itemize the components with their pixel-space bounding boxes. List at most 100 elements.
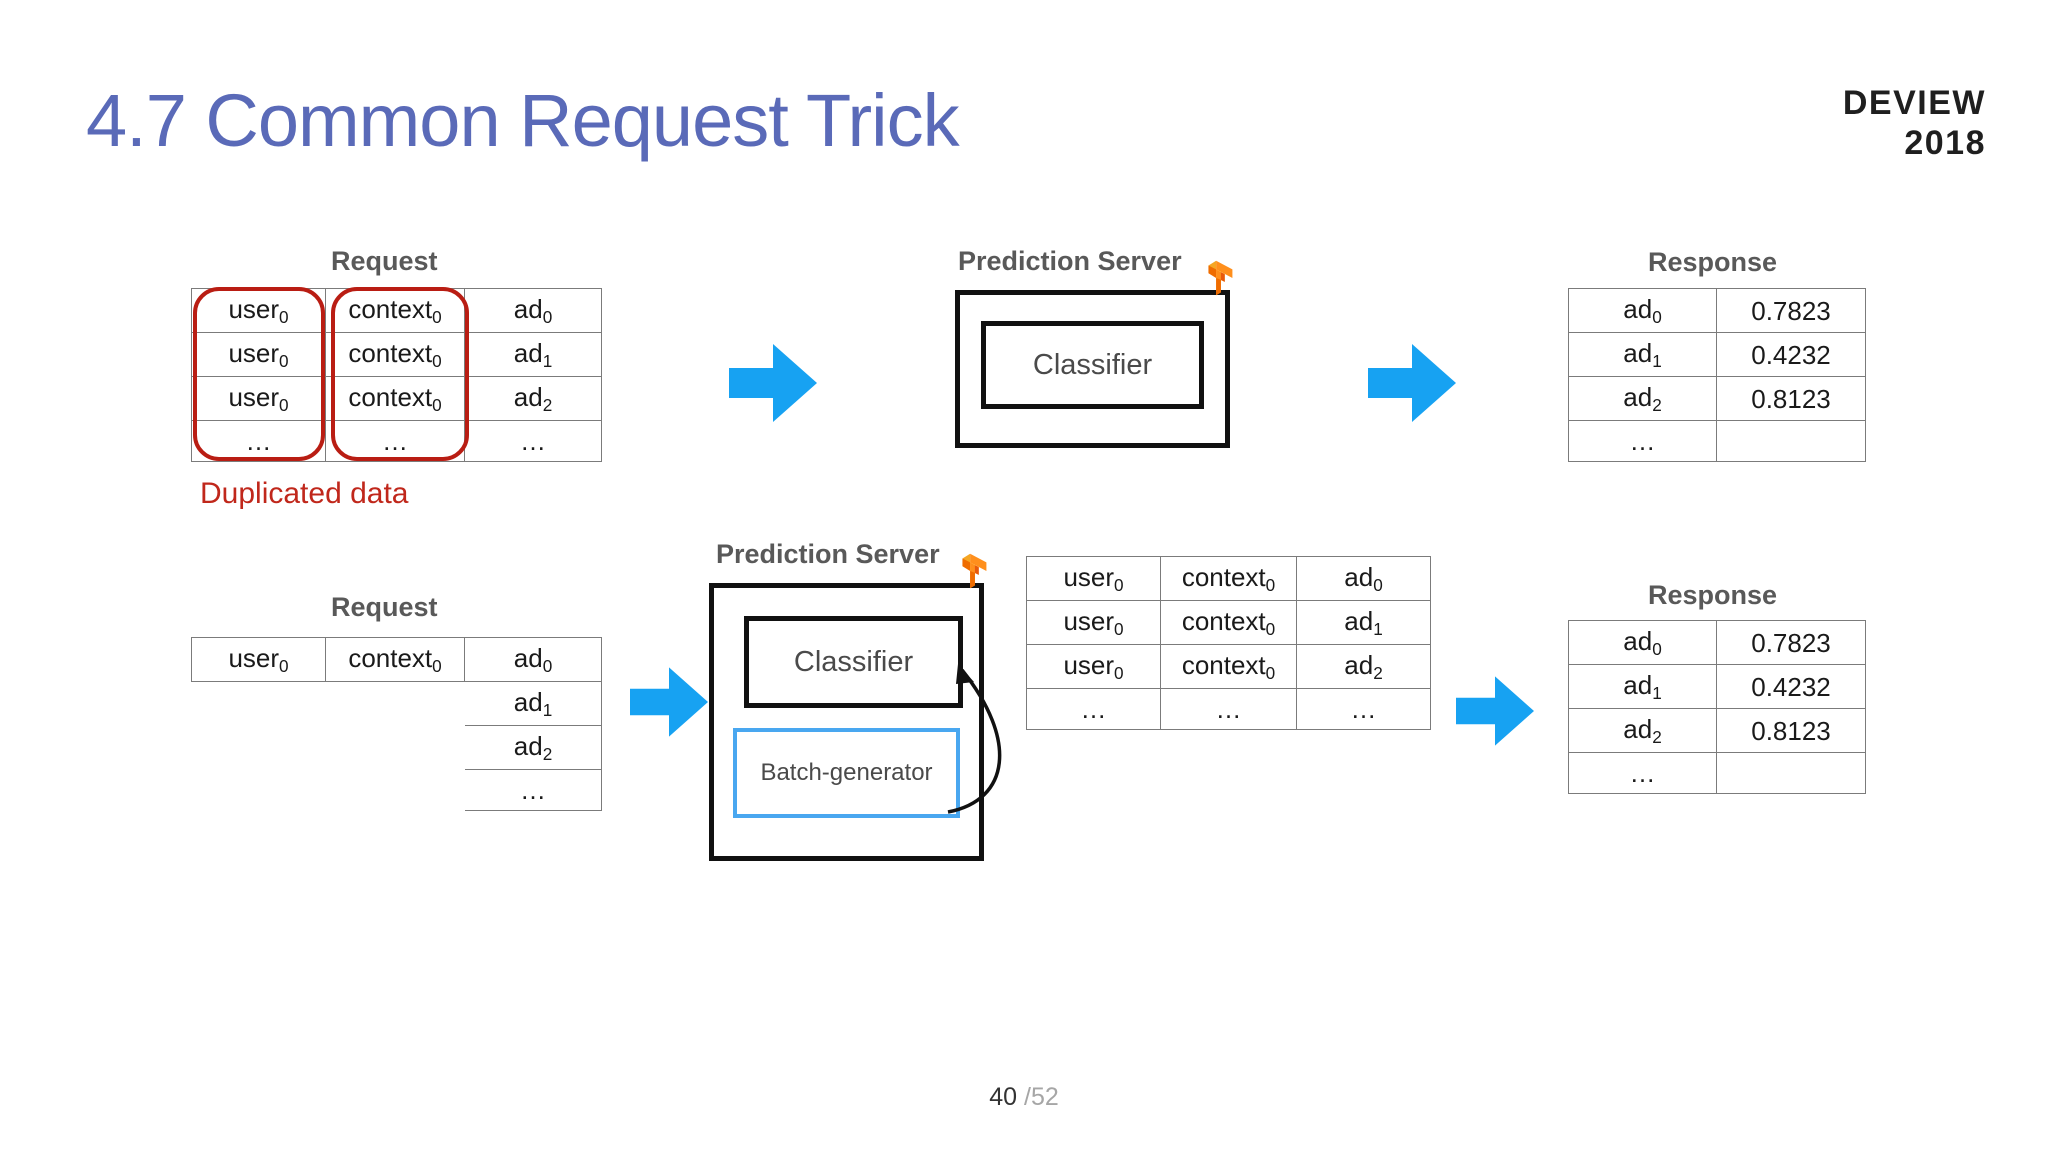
cell-ad: ad1 xyxy=(1568,664,1717,709)
cell-ad: ad1 xyxy=(1568,332,1717,377)
brand-line-1: DEVIEW xyxy=(1842,84,1986,122)
bottom-response-caption: Response xyxy=(1648,580,1778,610)
top-classifier-label: Classifier xyxy=(1032,348,1153,381)
cell-context: … xyxy=(1160,688,1297,730)
bottom-response-table: ad0 0.7823 ad1 0.4232 ad2 0.8123 … xyxy=(1568,620,1866,794)
top-prediction-server-box xyxy=(955,290,1230,448)
table-row: user0 context0 ad1 xyxy=(191,332,602,377)
cell-context: context0 xyxy=(325,637,465,682)
blue-block-arrow-icon xyxy=(1368,344,1456,422)
cell-user: user0 xyxy=(1026,644,1161,689)
cell-user: user0 xyxy=(191,332,326,377)
cell-context: context0 xyxy=(325,376,465,421)
table-row: user0 context0 ad2 xyxy=(1026,644,1431,689)
cell-context: context0 xyxy=(1160,644,1297,689)
table-row: ad2 0.8123 xyxy=(1568,708,1866,753)
cell-ad: … xyxy=(464,420,602,462)
brand-line-2: 2018 xyxy=(1904,124,1986,162)
table-row: … … … xyxy=(1026,688,1431,730)
cell-user: user0 xyxy=(191,376,326,421)
table-row: user0 context0 ad0 xyxy=(191,288,602,333)
table-row: ad0 0.7823 xyxy=(1568,620,1866,665)
cell-user: user0 xyxy=(191,637,326,682)
cell-empty xyxy=(326,682,465,726)
cell-ad: ad2 xyxy=(464,376,602,421)
batch-generator-box: Batch-generator xyxy=(733,728,960,818)
cell-context: … xyxy=(325,420,465,462)
table-row: ad0 0.7823 xyxy=(1568,288,1866,333)
cell-ad: ad1 xyxy=(464,332,602,377)
cell-context: context0 xyxy=(325,288,465,333)
table-row: … xyxy=(1568,420,1866,462)
duplicated-data-label: Duplicated data xyxy=(200,477,409,510)
blue-block-arrow-icon xyxy=(630,667,708,737)
cell-ad: ad0 xyxy=(1296,556,1431,601)
cell-ad: ad0 xyxy=(464,637,602,682)
cell-score xyxy=(1716,420,1866,462)
cell-score: 0.8123 xyxy=(1716,708,1866,753)
table-row: ad2 xyxy=(192,725,602,770)
bottom-request-caption: Request xyxy=(331,592,438,622)
table-row: user0 context0 ad2 xyxy=(191,376,602,421)
cell-ad: ad2 xyxy=(1296,644,1431,689)
blue-block-arrow-icon xyxy=(1456,676,1534,746)
bottom-classifier-box: Classifier xyxy=(744,616,963,708)
cell-score: 0.8123 xyxy=(1716,376,1866,421)
cell-score: 0.7823 xyxy=(1716,288,1866,333)
cell-ad: … xyxy=(1296,688,1431,730)
tensorflow-logo-icon xyxy=(1208,260,1233,296)
page-total: /52 xyxy=(1024,1083,1059,1111)
cell-context: context0 xyxy=(1160,556,1297,601)
tensorflow-logo-icon xyxy=(962,553,987,589)
cell-ad: ad0 xyxy=(464,288,602,333)
bottom-classifier-label: Classifier xyxy=(793,645,914,678)
cell-ad: ad1 xyxy=(1296,600,1431,645)
deview-logo: DEVIEW 2018 xyxy=(1843,86,1986,160)
table-row: ad2 0.8123 xyxy=(1568,376,1866,421)
table-row: … xyxy=(1568,752,1866,794)
cell-context: context0 xyxy=(325,332,465,377)
table-row: ad1 0.4232 xyxy=(1568,332,1866,377)
cell-score: 0.4232 xyxy=(1716,664,1866,709)
table-row: … … … xyxy=(191,420,602,462)
table-row: ad1 0.4232 xyxy=(1568,664,1866,709)
page-title: 4.7 Common Request Trick xyxy=(86,79,960,162)
table-row: user0 context0 ad1 xyxy=(1026,600,1431,645)
batched-request-table: user0 context0 ad0 user0 context0 ad1 us… xyxy=(1026,556,1431,730)
cell-empty xyxy=(326,726,465,770)
page-current: 40 xyxy=(989,1083,1018,1111)
cell-user: user0 xyxy=(191,288,326,333)
cell-ad: … xyxy=(464,769,602,811)
cell-ad: … xyxy=(1568,752,1717,794)
curved-feedback-arrow-icon xyxy=(947,664,1002,814)
cell-ad: ad2 xyxy=(1568,376,1717,421)
top-classifier-box: Classifier xyxy=(981,321,1204,409)
cell-context: context0 xyxy=(1160,600,1297,645)
top-response-table: ad0 0.7823 ad1 0.4232 ad2 0.8123 … xyxy=(1568,288,1866,462)
table-row: ad1 xyxy=(192,681,602,726)
cell-empty xyxy=(192,726,326,770)
cell-ad: ad2 xyxy=(1568,708,1717,753)
cell-score: 0.7823 xyxy=(1716,620,1866,665)
table-row: user0 context0 ad0 xyxy=(191,637,602,682)
top-request-table: user0 context0 ad0 user0 context0 ad1 us… xyxy=(191,288,602,462)
table-row: … xyxy=(192,769,602,811)
cell-user: … xyxy=(1026,688,1161,730)
cell-empty xyxy=(192,682,326,726)
cell-empty xyxy=(192,770,326,811)
top-request-caption: Request xyxy=(331,246,438,276)
bottom-request-table: user0 context0 ad0 ad1 ad2 … xyxy=(191,637,602,811)
batch-generator-label: Batch-generator xyxy=(760,759,933,786)
top-response-caption: Response xyxy=(1648,247,1778,277)
cell-score: 0.4232 xyxy=(1716,332,1866,377)
cell-ad: ad1 xyxy=(464,681,602,726)
bottom-prediction-server-caption: Prediction Server xyxy=(716,539,940,569)
bottom-prediction-server-box xyxy=(709,583,984,861)
cell-ad: ad0 xyxy=(1568,620,1717,665)
cell-user: … xyxy=(191,420,326,462)
cell-user: user0 xyxy=(1026,556,1161,601)
page-number: 40 /52 xyxy=(0,1083,2048,1112)
table-row: user0 context0 ad0 xyxy=(1026,556,1431,601)
cell-ad: ad0 xyxy=(1568,288,1717,333)
